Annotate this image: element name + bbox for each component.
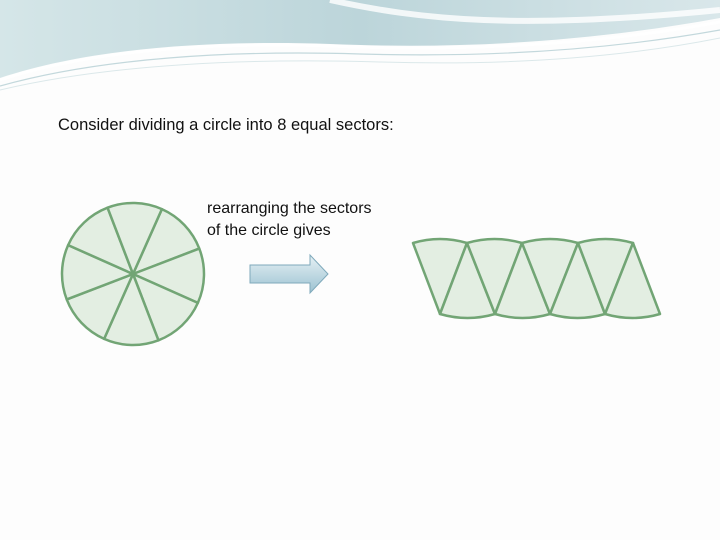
- rearranging-caption: rearranging the sectors of the circle gi…: [207, 198, 372, 242]
- right-arrow-icon: [249, 253, 329, 295]
- intro-text: Consider dividing a circle into 8 equal …: [58, 116, 394, 134]
- rearranged-sectors-strip: [411, 237, 662, 320]
- header-swoosh-decoration: [0, 0, 720, 91]
- caption-line-1: rearranging the sectors: [207, 200, 372, 217]
- caption-line-2: of the circle gives: [207, 222, 331, 239]
- circle-sector: [106, 201, 164, 276]
- strip-sector-bottom: [603, 241, 662, 320]
- divided-circle: [60, 201, 206, 347]
